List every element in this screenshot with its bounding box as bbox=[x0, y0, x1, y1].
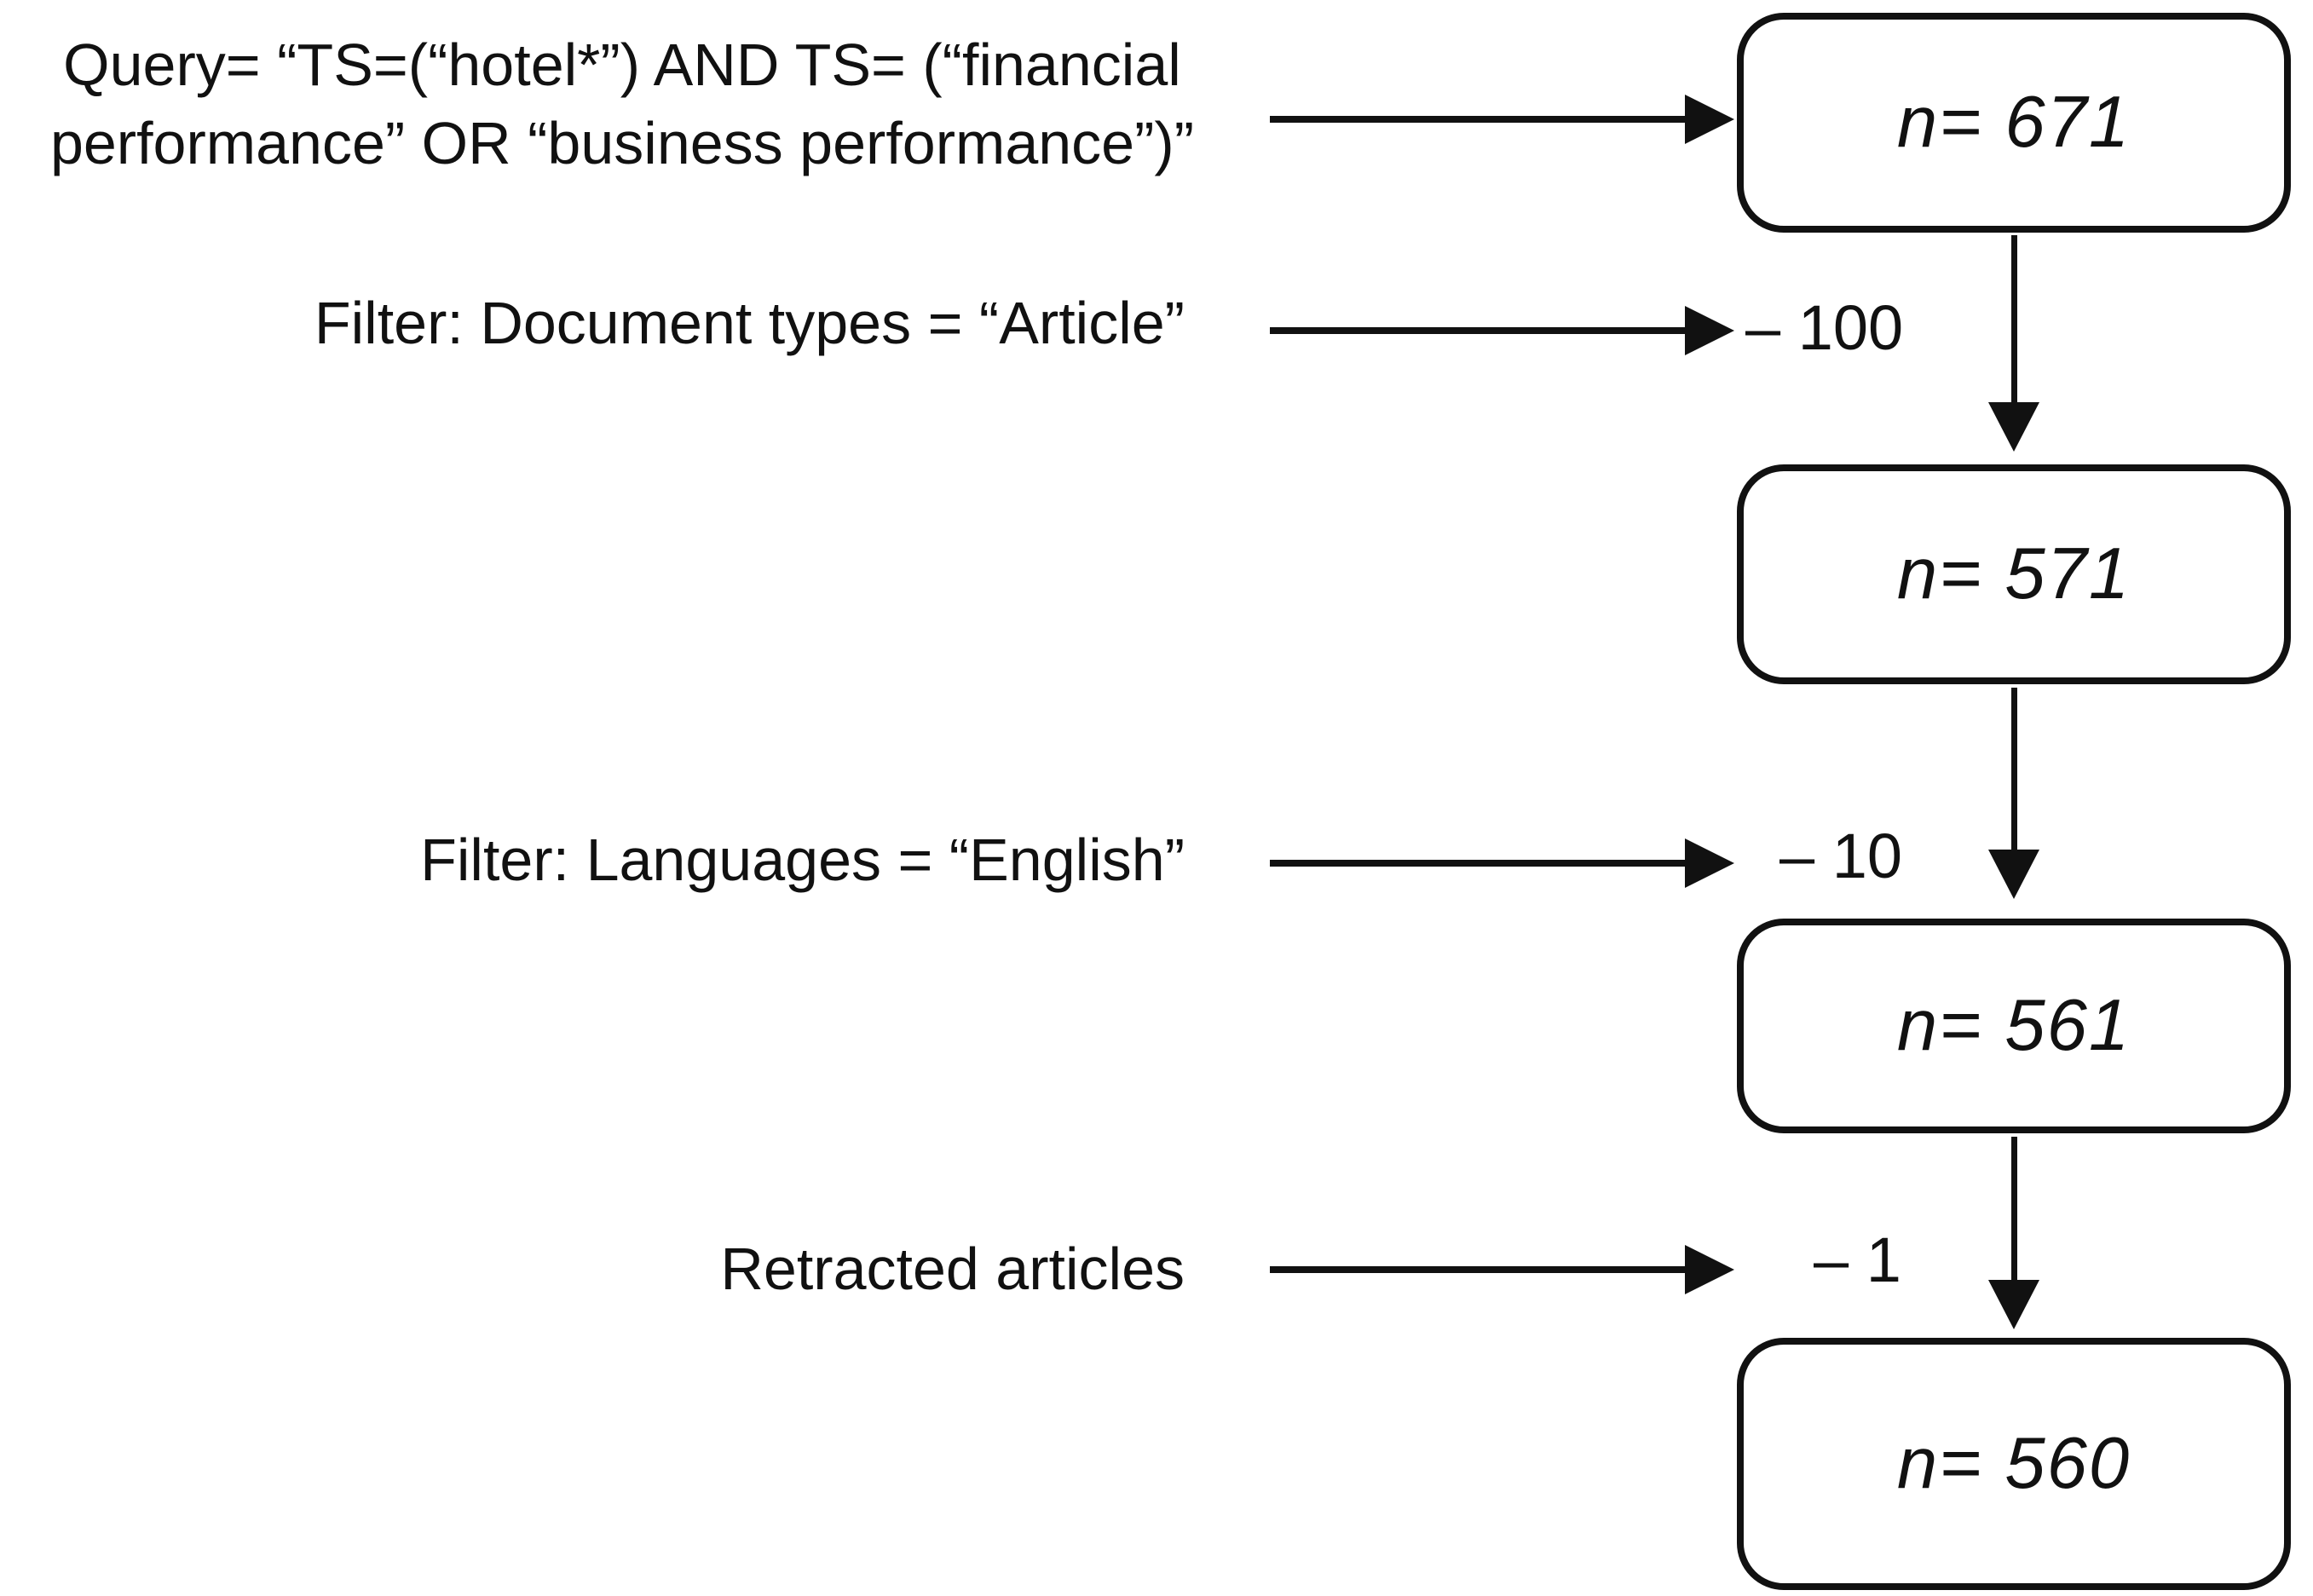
removed-count-doc-type: – 100 bbox=[1745, 292, 1904, 363]
filter-doc-type-arrow-line bbox=[1270, 327, 1685, 334]
retracted-arrow-head-icon bbox=[1685, 1245, 1734, 1294]
filter-doc-type-label: Filter: Document types = “Article” bbox=[314, 290, 1185, 356]
retracted-articles-label: Retracted articles bbox=[720, 1236, 1185, 1302]
query-arrow-head-icon bbox=[1685, 95, 1734, 144]
count-box-1: n= 671 bbox=[1737, 13, 2291, 233]
removed-count-language: – 10 bbox=[1779, 821, 1903, 891]
count-box-3: n= 561 bbox=[1737, 919, 2291, 1133]
count-box-2-value: n= 571 bbox=[1896, 533, 2131, 614]
count-box-2: n= 571 bbox=[1737, 464, 2291, 684]
filter-language-arrow-head-icon bbox=[1685, 838, 1734, 888]
down-arrow-1-line bbox=[2011, 235, 2017, 402]
retracted-arrow-line bbox=[1270, 1266, 1685, 1273]
count-box-1-value: n= 671 bbox=[1896, 82, 2131, 163]
down-arrow-3-line bbox=[2011, 1137, 2017, 1280]
filter-doc-type-arrow-head-icon bbox=[1685, 306, 1734, 355]
query-label-line1: Query= “TS=(“hotel*”) AND TS= (“financia… bbox=[63, 32, 1181, 98]
removed-count-retracted: – 1 bbox=[1814, 1224, 1901, 1295]
filter-language-label: Filter: Languages = “English” bbox=[420, 827, 1185, 893]
down-arrow-3-head-icon bbox=[1988, 1280, 2039, 1329]
count-box-4: n= 560 bbox=[1737, 1338, 2291, 1590]
query-label: Query= “TS=(“hotel*”) AND TS= (“financia… bbox=[0, 26, 1244, 182]
count-box-4-value: n= 560 bbox=[1896, 1423, 2131, 1504]
query-label-line2: performance” OR “business performance”)” bbox=[49, 110, 1195, 176]
down-arrow-2-head-icon bbox=[1988, 850, 2039, 899]
down-arrow-2-line bbox=[2011, 688, 2017, 850]
query-arrow-line bbox=[1270, 116, 1685, 123]
count-box-3-value: n= 561 bbox=[1896, 985, 2131, 1066]
filter-language-arrow-line bbox=[1270, 860, 1685, 867]
down-arrow-1-head-icon bbox=[1988, 402, 2039, 452]
